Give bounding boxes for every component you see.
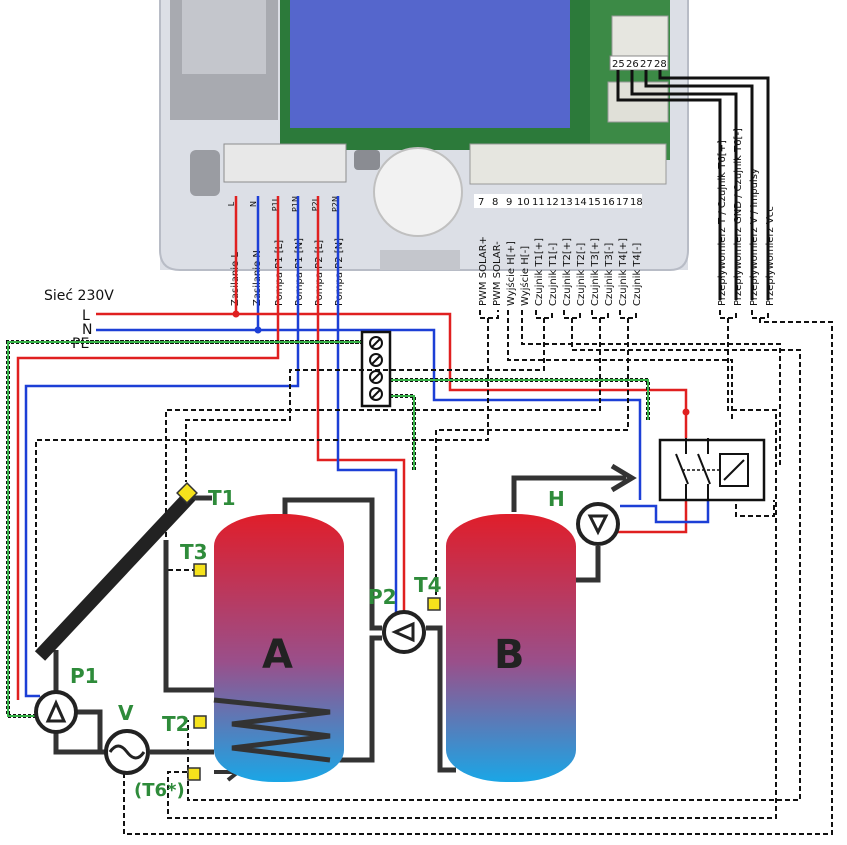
terminal-number: 28 bbox=[654, 59, 667, 70]
controller-housing bbox=[159, 0, 689, 271]
sensor-t2 bbox=[193, 715, 207, 729]
terminal-label: Wyjście H[-] bbox=[519, 246, 531, 306]
label-p2: P2 bbox=[368, 585, 397, 609]
lcd-display bbox=[290, 0, 570, 128]
terminal-tag: P1L bbox=[271, 196, 280, 211]
tank-b-label: B bbox=[494, 632, 525, 678]
terminal-number: 13 bbox=[560, 197, 573, 208]
terminal-number: 9 bbox=[506, 197, 512, 208]
pump-p2 bbox=[382, 610, 426, 654]
flow-wires bbox=[616, 70, 770, 300]
tank-b: B bbox=[446, 514, 576, 782]
terminal-label: Czujnik T2[-] bbox=[576, 243, 587, 306]
solar-collector bbox=[34, 482, 198, 661]
terminal-number: 10 bbox=[517, 197, 530, 208]
terminal-number: 15 bbox=[588, 197, 601, 208]
sensor-t4 bbox=[427, 597, 441, 611]
label-h: H bbox=[548, 487, 565, 511]
terminal-label: Czujnik T4[-] bbox=[632, 243, 643, 306]
terminal-tag: P2N bbox=[331, 196, 340, 212]
terminal-label: Przepływomierz Vcc bbox=[765, 206, 776, 306]
terminal-label: Czujnik T3[+] bbox=[590, 238, 601, 306]
terminal-tag: L bbox=[227, 201, 236, 206]
junction-relay bbox=[682, 408, 690, 416]
relay-coil-component bbox=[373, 147, 463, 237]
terminal-number: 11 bbox=[532, 197, 545, 208]
terminal-number: 7 bbox=[478, 197, 484, 208]
heat-exchanger-coil bbox=[213, 697, 331, 763]
terminal-label: PWM SOLAR+ bbox=[478, 236, 489, 306]
terminal-label: Pompa P1 [L] bbox=[274, 240, 285, 306]
terminal-label: Czujnik T1[+] bbox=[534, 238, 545, 306]
terminal-label: Czujnik T2[+] bbox=[562, 238, 573, 306]
flow-terminal-labels: Przepływomierz T / Czujnik T6[+] Przepły… bbox=[717, 128, 776, 306]
terminal-tag: P1N bbox=[291, 196, 300, 212]
terminal-tag: N bbox=[249, 201, 258, 207]
flow-terminal-numbers: 25 26 27 28 bbox=[609, 55, 669, 71]
terminal-label: Wyjście H[+] bbox=[505, 241, 517, 306]
power-terminal-tags: L N P1L P1N P2L P2N bbox=[227, 196, 340, 212]
label-t1: T1 bbox=[208, 486, 236, 510]
signal-terminal-block bbox=[469, 143, 667, 185]
terminal-label: Pompa P2 [N] bbox=[334, 238, 345, 306]
relay-box bbox=[658, 438, 766, 502]
terminal-number: 8 bbox=[492, 197, 498, 208]
terminal-label: Czujnik T1[-] bbox=[548, 243, 559, 306]
mains-labels: Sieć 230V L N PE bbox=[44, 288, 114, 352]
terminal-label: Przepływomierz T / Czujnik T6[+] bbox=[717, 140, 728, 306]
pump-h bbox=[576, 502, 620, 546]
terminal-label: Przepływomierz V / Impulsy bbox=[749, 168, 760, 306]
terminal-number: 27 bbox=[640, 59, 653, 70]
signal-terminal-labels: PWM SOLAR+ PWM SOLAR- Wyjście H[+] Wyjśc… bbox=[478, 236, 643, 306]
terminal-number: 26 bbox=[626, 59, 639, 70]
mains-l-label: L bbox=[82, 308, 90, 324]
label-t4: T4 bbox=[414, 573, 442, 597]
sensor-t6 bbox=[187, 767, 201, 781]
power-wires bbox=[16, 196, 710, 700]
terminal-label: PWM SOLAR- bbox=[492, 241, 503, 306]
label-p1: P1 bbox=[70, 664, 99, 688]
cable-gland bbox=[190, 150, 220, 196]
terminal-label: Czujnik T3[-] bbox=[604, 243, 615, 306]
mains-n-label: N bbox=[82, 322, 92, 338]
terminal-label: Pompa P2 [L] bbox=[314, 240, 325, 306]
flow-arrow-out bbox=[610, 463, 637, 493]
terminal-label: Czujnik T4[+] bbox=[618, 238, 629, 306]
label-t2: T2 bbox=[162, 712, 190, 736]
component-labels: T1 T3 T2 T4 (T6*) P1 P2 V H bbox=[70, 486, 565, 801]
signal-wires bbox=[35, 310, 833, 835]
label-v: V bbox=[118, 701, 134, 725]
label-t3: T3 bbox=[180, 540, 208, 564]
earth-wires bbox=[6, 340, 650, 718]
tank-a-label: A bbox=[262, 632, 293, 678]
power-terminal-block bbox=[223, 143, 347, 183]
hydraulic-pipes bbox=[53, 475, 626, 773]
flow-meter-v bbox=[104, 729, 150, 775]
terminal-number: 12 bbox=[546, 197, 559, 208]
terminal-number: 14 bbox=[574, 197, 587, 208]
terminal-number: 16 bbox=[602, 197, 615, 208]
junction-l bbox=[232, 310, 240, 318]
terminal-label: Pompa P1 [N] bbox=[294, 238, 305, 306]
terminal-label: Przepływomierz GND / Czujnik T6[-] bbox=[733, 128, 744, 306]
terminal-number: 25 bbox=[612, 59, 625, 70]
terminal-number: 17 bbox=[616, 197, 629, 208]
label-t6: (T6*) bbox=[134, 780, 185, 801]
pump-p1 bbox=[34, 690, 78, 734]
sensor-t3 bbox=[193, 563, 207, 577]
terminal-tag: P2L bbox=[311, 196, 320, 211]
junction-n bbox=[254, 326, 262, 334]
terminal-number: 18 bbox=[630, 197, 643, 208]
mains-title: Sieć 230V bbox=[44, 288, 114, 304]
signal-terminal-numbers: 7 8 9 10 11 12 13 14 15 16 17 18 bbox=[474, 194, 643, 208]
